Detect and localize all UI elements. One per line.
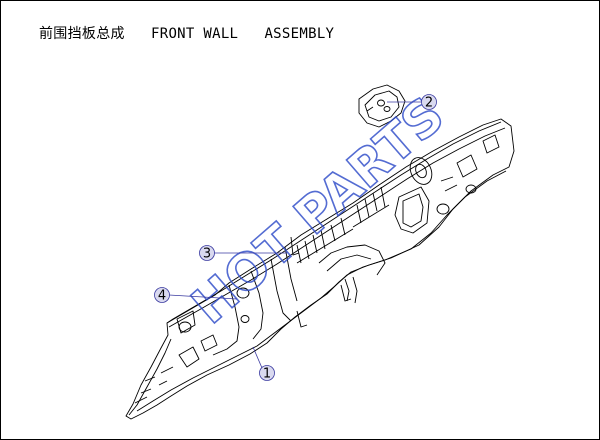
callouts: 1 2 3 4 <box>154 94 437 382</box>
callout-4-leader <box>168 294 238 300</box>
callout-2-label: 2 <box>425 96 433 111</box>
front-wall-panel <box>125 118 515 420</box>
callout-4-label: 4 <box>158 289 166 304</box>
callout-2-marker <box>421 94 437 110</box>
callout-1-label: 1 <box>263 367 271 382</box>
callout-3-label: 3 <box>203 247 211 262</box>
callout-3: 3 <box>199 245 287 262</box>
callout-4-marker <box>154 287 170 303</box>
callout-1-marker <box>259 365 275 381</box>
part-2-bracket <box>358 84 406 128</box>
callout-2: 2 <box>387 94 437 111</box>
callout-1-leader <box>252 346 263 369</box>
callout-4: 4 <box>154 287 238 304</box>
page-title: 前围挡板总成 FRONT WALL ASSEMBLY <box>39 26 335 42</box>
callout-1: 1 <box>252 346 275 382</box>
callout-3-marker <box>199 245 215 261</box>
